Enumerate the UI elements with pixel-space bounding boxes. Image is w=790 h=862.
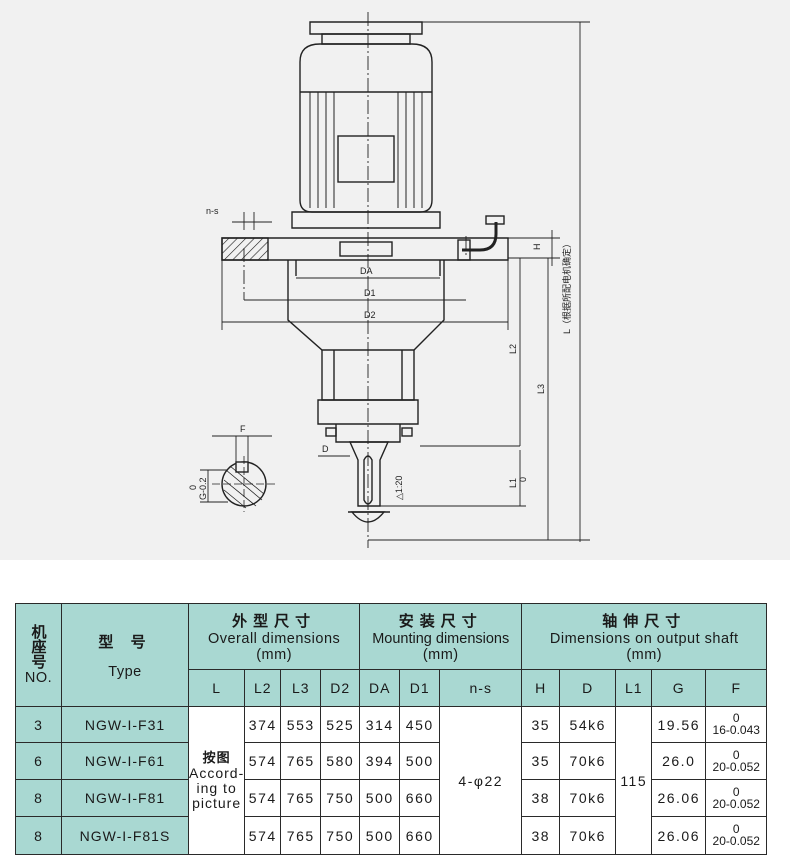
cell-DA: 394 — [359, 742, 401, 780]
col-H: H — [521, 669, 561, 707]
spec-table: 机座号 NO. 型 号 Type 外型尺寸 Overall dimensions… — [15, 603, 768, 855]
table-row: 8 NGW-I-F81 574 765 750 500 660 38 70k6 … — [15, 779, 768, 817]
header-overall: 外型尺寸 Overall dimensions (mm) — [187, 603, 361, 670]
cell-no: 8 — [15, 779, 62, 817]
cell-no: 6 — [15, 742, 62, 780]
cell-L3: 765 — [280, 816, 322, 855]
cell-DA: 500 — [359, 816, 401, 855]
shaft-section — [212, 456, 276, 512]
cell-G: 26.0 — [651, 742, 707, 780]
col-L: L — [187, 669, 246, 707]
col-L2: L2 — [244, 669, 282, 707]
table-row: 8 NGW-I-F81S 574 765 750 500 660 38 70k6… — [15, 816, 768, 855]
motor-body — [299, 43, 433, 213]
cell-L2: 374 — [244, 706, 282, 743]
col-ns: n-s — [439, 669, 523, 707]
label-H: H — [532, 244, 542, 251]
label-D: D — [322, 444, 329, 454]
label-G: G-0.2 — [198, 477, 208, 500]
cell-L1: 115 — [615, 706, 653, 855]
cell-D1: 660 — [399, 816, 441, 855]
table-row: 3 NGW-I-F31 按图 Accord- ing to picture 37… — [15, 706, 768, 855]
cell-type: NGW-I-F31 — [61, 706, 189, 743]
label-L-overall: L（根据所配电机确定） — [561, 239, 572, 334]
cell-D2: 750 — [320, 779, 361, 817]
cell-H: 35 — [521, 706, 561, 743]
label-F: F — [240, 424, 246, 434]
cell-G: 26.06 — [651, 816, 707, 855]
col-G: G — [651, 669, 707, 707]
header-mounting: 安装尺寸 Mounting dimensions (mm) — [359, 603, 523, 670]
cell-D: 54k6 — [559, 706, 617, 743]
terminal-box — [337, 135, 395, 183]
cell-no: 3 — [15, 706, 62, 743]
cell-D1: 660 — [399, 779, 441, 817]
output-shaft — [348, 441, 390, 507]
cell-D1: 450 — [399, 706, 441, 743]
col-D1: D1 — [399, 669, 441, 707]
cell-D1: 500 — [399, 742, 441, 780]
table-row: 6 NGW-I-F61 574 765 580 394 500 35 70k6 … — [15, 742, 768, 780]
cell-ns: 4-φ22 — [439, 706, 523, 855]
cell-L2: 574 — [244, 816, 282, 855]
label-D2: D2 — [364, 310, 376, 320]
cell-G: 19.56 — [651, 706, 707, 743]
cell-L3: 765 — [280, 779, 322, 817]
col-DA: DA — [359, 669, 401, 707]
cell-no: 8 — [15, 816, 62, 855]
header-no: 机座号 NO. — [15, 603, 62, 707]
cell-D: 70k6 — [559, 816, 617, 855]
cell-L3: 553 — [280, 706, 322, 743]
cell-L2: 574 — [244, 779, 282, 817]
label-L1-sub: 0 — [518, 477, 528, 482]
cell-L2: 574 — [244, 742, 282, 780]
cell-L3: 765 — [280, 742, 322, 780]
cell-G: 26.06 — [651, 779, 707, 817]
col-D: D — [559, 669, 617, 707]
col-L3: L3 — [280, 669, 322, 707]
label-n-s: n-s — [206, 206, 219, 216]
cell-D2: 580 — [320, 742, 361, 780]
label-G-sup: 0 — [188, 485, 198, 490]
gearbox-drawing-svg: n-s DA D1 D2 F D H L2 L3 L1 0 G-0.2 0 △1… — [188, 12, 590, 548]
label-L3: L3 — [536, 384, 546, 394]
cell-type: NGW-I-F61 — [61, 742, 189, 780]
cell-D: 70k6 — [559, 742, 617, 780]
cell-type: NGW-I-F81 — [61, 779, 189, 817]
label-D1: D1 — [364, 288, 376, 298]
technical-drawing: n-s DA D1 D2 F D H L2 L3 L1 0 G-0.2 0 △1… — [0, 0, 790, 560]
cell-D2: 525 — [320, 706, 361, 743]
motor-cap — [309, 21, 423, 35]
col-F: F — [705, 669, 768, 707]
label-DA: DA — [360, 266, 373, 276]
col-D2: D2 — [320, 669, 361, 707]
header-type: 型 号 Type — [61, 603, 189, 707]
label-taper: △1:20 — [394, 476, 404, 500]
cell-DA: 500 — [359, 779, 401, 817]
cell-L-note: 按图 Accord- ing to picture — [187, 706, 246, 855]
label-L2: L2 — [508, 344, 518, 354]
col-L1: L1 — [615, 669, 653, 707]
cell-type: NGW-I-F81S — [61, 816, 189, 855]
cell-H: 35 — [521, 742, 561, 780]
cell-DA: 314 — [359, 706, 401, 743]
cell-D: 70k6 — [559, 779, 617, 817]
label-L1: L1 — [508, 478, 518, 488]
cell-H: 38 — [521, 816, 561, 855]
header-shaft: 轴伸尺寸 Dimensions on output shaft (mm) — [521, 603, 768, 670]
cell-D2: 750 — [320, 816, 361, 855]
cell-H: 38 — [521, 779, 561, 817]
